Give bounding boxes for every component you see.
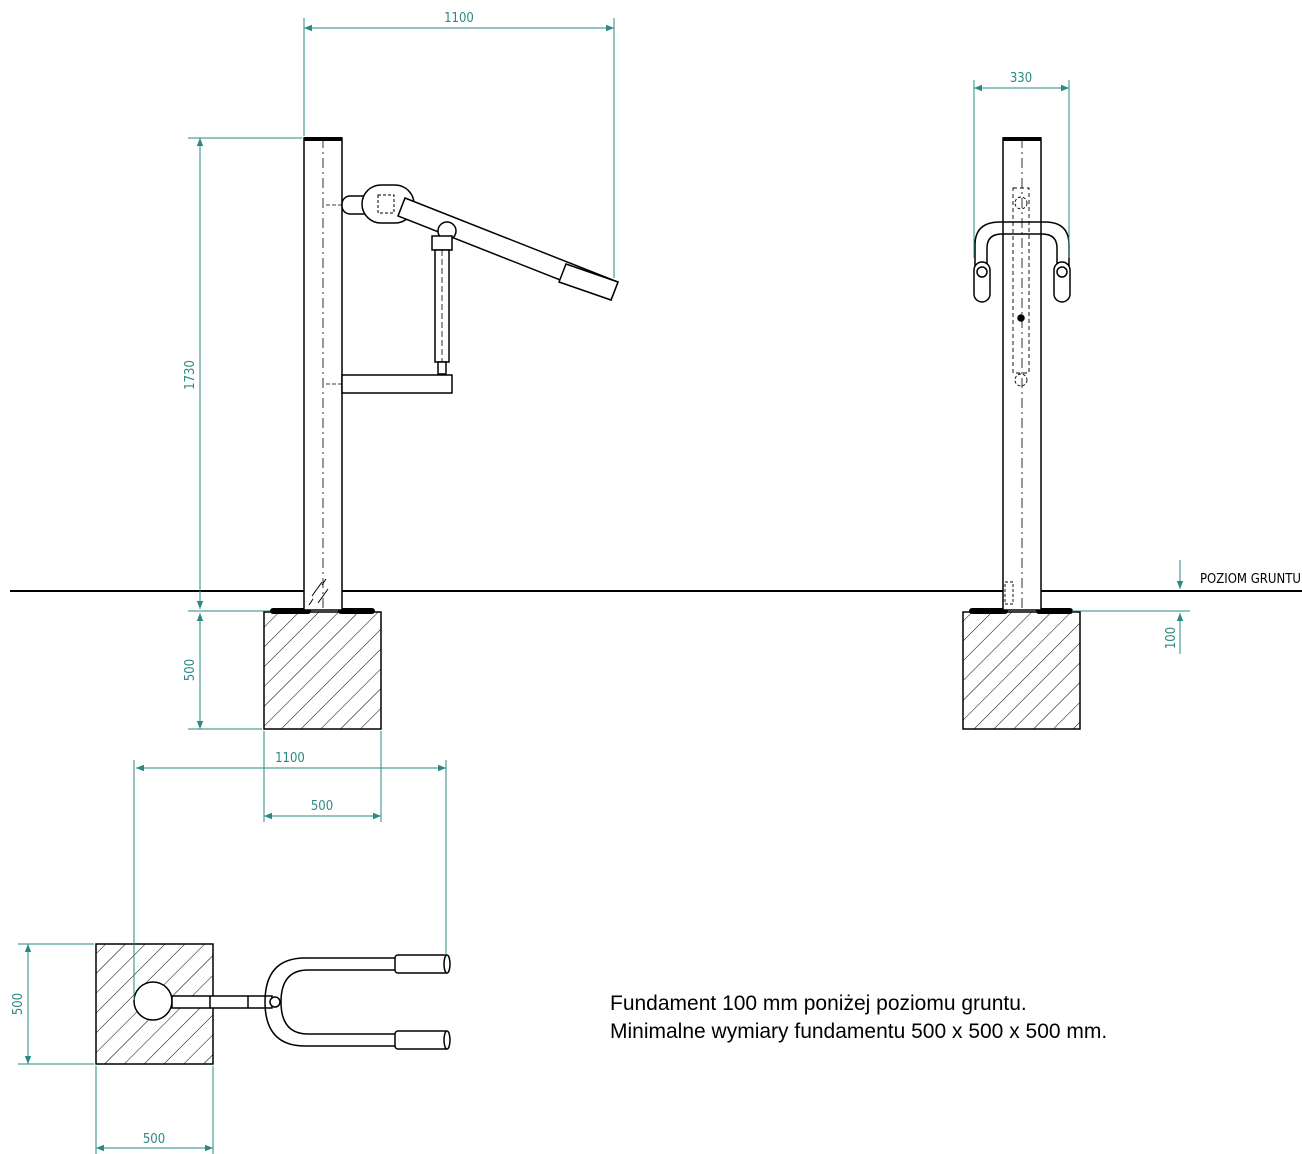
dim-plan-foundation-top: 500 (311, 799, 333, 814)
front-foundation (962, 611, 1081, 730)
dim-plan-foundation-left: 500 (11, 993, 26, 1015)
dim-front-width: 330 (1010, 71, 1032, 86)
dim-side-foundation: 500 (183, 659, 198, 681)
dim-plan-total: 1100 (275, 751, 305, 766)
side-dimensions (188, 18, 615, 730)
foundation-note: Fundament 100 mm poniżej poziomu gruntu.… (610, 990, 1107, 1046)
side-foundation (263, 611, 382, 730)
plan-post (133, 981, 173, 1021)
plan-view (95, 943, 451, 1065)
side-view (263, 137, 619, 730)
dim-side-width: 1100 (444, 11, 474, 26)
plan-dimensions (18, 731, 447, 1154)
note-line-1: Fundament 100 mm poniżej poziomu gruntu. (610, 992, 1027, 1015)
dim-plan-foundation-bottom: 500 (143, 1132, 165, 1147)
dim-front-depth: 100 (1164, 627, 1179, 649)
ground-level-label: POZIOM GRUNTU (1200, 572, 1301, 587)
note-line-2: Minimalne wymiary fundamentu 500 x 500 x… (610, 1020, 1108, 1043)
front-dimensions (973, 80, 1190, 654)
front-view (962, 137, 1081, 730)
dim-side-height: 1730 (183, 360, 198, 390)
